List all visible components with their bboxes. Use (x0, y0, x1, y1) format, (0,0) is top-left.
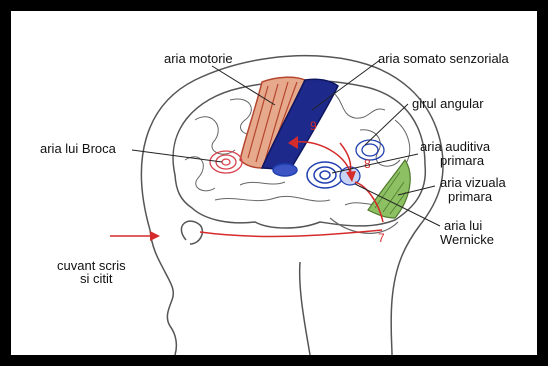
label-somatosensory-area: aria somato senzoriala (378, 51, 510, 66)
label-visual-area-line2: primara (448, 189, 493, 204)
visual-area (368, 160, 410, 218)
label-auditory-area-line2: primara (440, 153, 485, 168)
label-wernicke-area-line1: aria lui (444, 218, 482, 233)
step-marker-eight: 8 (364, 157, 371, 171)
neck-line (300, 262, 310, 355)
label-broca-area: aria lui Broca (40, 141, 117, 156)
label-written-word-line2: si citit (80, 271, 113, 286)
label-auditory-area-line1: aria auditiva (420, 139, 491, 154)
label-angular-gyrus: girul angular (412, 96, 484, 111)
auditory-area (273, 162, 343, 188)
label-visual-area-line1: aria vizuala (440, 175, 507, 190)
step-marker-nine: 9 (310, 119, 317, 133)
ear (181, 221, 202, 244)
label-wernicke-area-line2: Wernicke (440, 232, 494, 247)
face-profile (150, 230, 176, 355)
step-marker-seven: 7 (378, 231, 385, 245)
label-motor-area: aria motorie (164, 51, 233, 66)
